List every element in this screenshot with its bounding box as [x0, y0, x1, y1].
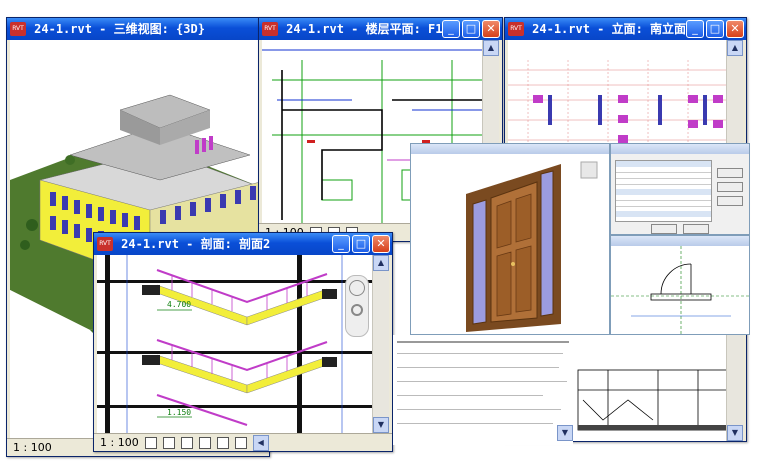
detail-title-bar[interactable] — [611, 236, 749, 246]
temporary-hide-icon[interactable] — [234, 436, 247, 449]
maximize-button[interactable]: □ — [706, 20, 724, 38]
steering-wheel-icon[interactable] — [349, 280, 365, 296]
scroll-left-button[interactable]: ◀ — [252, 434, 269, 451]
detail-level-icon[interactable] — [144, 436, 157, 449]
revit-icon: RVT — [10, 22, 26, 36]
scale-label[interactable]: 1 : 100 — [100, 435, 139, 449]
visual-style-icon[interactable] — [162, 436, 175, 449]
scroll-up-button[interactable]: ▲ — [727, 40, 743, 56]
scroll-up-button[interactable]: ▲ — [373, 255, 389, 271]
type-properties-dialog[interactable] — [610, 143, 750, 235]
ok-button[interactable] — [651, 224, 677, 234]
crop-view-icon[interactable] — [216, 436, 229, 449]
dialog-title-bar[interactable] — [611, 144, 749, 154]
stair-section-drawing: 4.700 1.150 — [97, 255, 375, 435]
close-button[interactable]: ✕ — [726, 20, 744, 38]
window-title: 24-1.rvt - 立面: 南立面 — [532, 22, 687, 36]
window-title: 24-1.rvt - 三维视图: {3D} — [34, 22, 205, 36]
elevation-label-top: 4.700 — [167, 300, 191, 309]
sun-path-icon[interactable] — [180, 436, 193, 449]
title-bar[interactable]: RVT 24-1.rvt - 立面: 南立面 _ □ ✕ — [505, 18, 746, 40]
door-3d-model — [466, 161, 598, 332]
minimize-button[interactable]: _ — [442, 20, 460, 38]
new-button[interactable] — [717, 168, 743, 178]
shadows-icon[interactable] — [198, 436, 211, 449]
editor-title-bar[interactable] — [411, 144, 609, 154]
maximize-button[interactable]: □ — [352, 235, 370, 253]
revit-icon: RVT — [97, 237, 113, 251]
door-plan-detail-view[interactable] — [610, 235, 750, 335]
door-family-editor[interactable] — [410, 143, 610, 335]
floor-plan-drawing — [262, 49, 499, 225]
scroll-down-button[interactable]: ▼ — [727, 425, 743, 441]
document-text-pane[interactable]: ▼ — [393, 335, 573, 445]
delete-button[interactable] — [717, 196, 743, 206]
cancel-button[interactable] — [683, 224, 709, 234]
section-viewport[interactable]: 4.700 1.150 ▲ ▼ — [97, 255, 389, 451]
scale-label[interactable]: 1 : 100 — [13, 440, 52, 454]
title-bar[interactable]: RVT 24-1.rvt - 楼层平面: F1 _ □ ✕ — [259, 18, 502, 40]
close-button[interactable]: ✕ — [372, 235, 390, 253]
window-section[interactable]: RVT 24-1.rvt - 剖面: 剖面2 _ □ ✕ — [93, 232, 393, 452]
view-control-bar: 1 : 100 ◀ — [94, 433, 392, 451]
window-title: 24-1.rvt - 楼层平面: F1 — [286, 22, 443, 36]
minimize-button[interactable]: _ — [332, 235, 350, 253]
maximize-button[interactable]: □ — [462, 20, 480, 38]
scroll-down-button[interactable]: ▼ — [557, 425, 573, 441]
zoom-icon[interactable] — [351, 304, 363, 316]
elevation-label-bottom: 1.150 — [167, 408, 191, 417]
title-bar[interactable]: RVT 24-1.rvt - 三维视图: {3D} — [7, 18, 269, 40]
rename-button[interactable] — [717, 182, 743, 192]
title-bar[interactable]: RVT 24-1.rvt - 剖面: 剖面2 _ □ ✕ — [94, 233, 392, 255]
door-plan-drawing — [611, 246, 749, 334]
vertical-scrollbar[interactable]: ▲ ▼ — [372, 255, 389, 433]
properties-table[interactable] — [615, 160, 712, 222]
scroll-down-button[interactable]: ▼ — [373, 417, 389, 433]
scroll-up-button[interactable]: ▲ — [483, 40, 499, 56]
minimize-button[interactable]: _ — [686, 20, 704, 38]
revit-icon: RVT — [262, 22, 278, 36]
navigation-bar[interactable] — [345, 275, 369, 337]
close-button[interactable]: ✕ — [482, 20, 500, 38]
revit-icon: RVT — [508, 22, 524, 36]
window-title: 24-1.rvt - 剖面: 剖面2 — [121, 237, 271, 251]
